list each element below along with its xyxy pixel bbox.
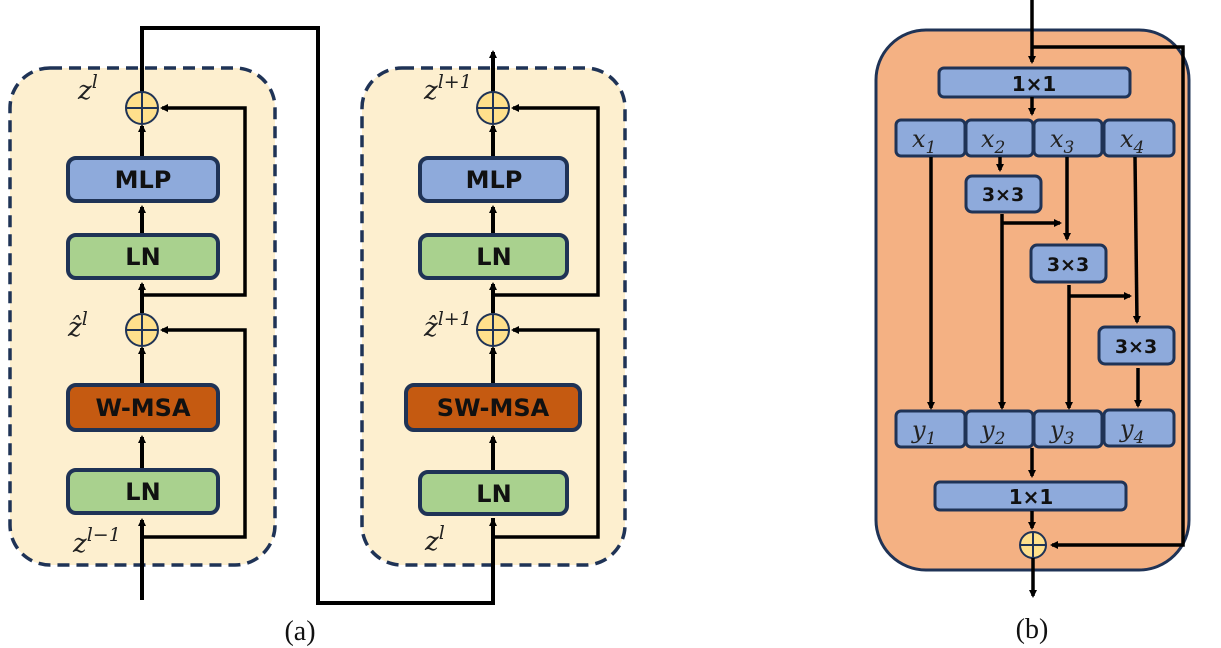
res2net-conv3x3-3: 3×3 [1097, 325, 1176, 366]
block2-input-label: zl [424, 522, 445, 557]
res2net-bottom-conv-1x1: 1×1 [933, 480, 1128, 512]
block1-mlp: MLP [66, 156, 220, 203]
block1-output-label: zl [77, 71, 98, 106]
block1-input-label: zl−1 [72, 524, 121, 559]
svg-text:x4: x4 [1120, 125, 1144, 158]
svg-text:y2: y2 [980, 416, 1005, 449]
block1-adder-2-icon [125, 91, 159, 125]
block2-adder-1-icon [476, 313, 510, 347]
block2-skip-1 [493, 326, 600, 539]
res2net-adder-icon [1019, 531, 1047, 559]
block1-ln-2: LN [66, 233, 220, 280]
svg-text:3×3: 3×3 [1115, 336, 1157, 358]
block1-w-msa: W-MSA [66, 383, 220, 432]
block2-output-label: zl+1 [423, 71, 472, 106]
svg-text:x1: x1 [912, 125, 936, 158]
block1-mlp-label: MLP [115, 166, 172, 194]
block1-adder-1-icon [125, 313, 159, 347]
res2net-split-x3: x3 [1032, 118, 1104, 158]
svg-text:x3: x3 [1050, 125, 1074, 158]
block1-ln-2-label: LN [125, 243, 160, 271]
panel-a-caption: (a) [284, 616, 315, 647]
block2-ln-2: LN [418, 233, 569, 280]
block2-skip-2 [493, 104, 600, 297]
res2net-split-x1: x1 [894, 118, 967, 158]
block2-ln-1-label: LN [476, 480, 511, 508]
res2net-split-x4: x4 [1102, 118, 1176, 158]
panel-b: 1×1 x1 x2 x3 x4 3 [874, 0, 1191, 645]
block2-ln-2-label: LN [476, 243, 511, 271]
block2-adder-2-icon [476, 91, 510, 125]
block2-mid-label: ẑl+1 [423, 308, 472, 343]
res2net-conv3x3-1: 3×3 [964, 174, 1043, 214]
block1-skip-2 [142, 104, 247, 297]
block1-w-msa-label: W-MSA [95, 394, 191, 422]
panel-a: LN W-MSA LN MLP zl−1 ẑl zl [8, 26, 627, 647]
block1-ln-1: LN [66, 468, 220, 515]
block1-skip-1 [142, 326, 247, 539]
inter-block-connector [140, 26, 495, 605]
res2net-output-y2: y2 [964, 409, 1035, 449]
svg-text:y4: y4 [1119, 415, 1144, 448]
svg-text:x2: x2 [981, 125, 1005, 158]
res2net-output-y4: y4 [1102, 408, 1176, 448]
res2net-split-x2: x2 [964, 118, 1035, 158]
block2-sw-msa: SW-MSA [404, 383, 582, 432]
res2net-output-y1: y1 [894, 409, 967, 449]
res2net-output-y3: y3 [1032, 409, 1104, 449]
svg-text:y1: y1 [911, 416, 936, 449]
block2-mlp-label: MLP [466, 166, 523, 194]
block2-ln-1: LN [418, 470, 569, 516]
res2net-top-conv-label: 1×1 [1012, 72, 1057, 96]
block1-ln-1-label: LN [125, 478, 160, 506]
svg-text:3×3: 3×3 [982, 184, 1024, 206]
res2net-top-conv-1x1: 1×1 [937, 66, 1132, 99]
svg-text:y3: y3 [1049, 416, 1074, 449]
res2net-bottom-conv-label: 1×1 [1009, 485, 1054, 509]
panel-b-caption: (b) [1016, 614, 1049, 645]
res2net-x4-to-conv3 [1132, 156, 1141, 324]
block2-sw-msa-label: SW-MSA [437, 394, 550, 422]
svg-text:3×3: 3×3 [1047, 254, 1089, 276]
block1-mid-label: ẑl [67, 308, 88, 343]
res2net-identity-skip [1032, 45, 1185, 549]
block2-mlp: MLP [418, 156, 569, 203]
res2net-conv3x3-2: 3×3 [1029, 243, 1108, 284]
